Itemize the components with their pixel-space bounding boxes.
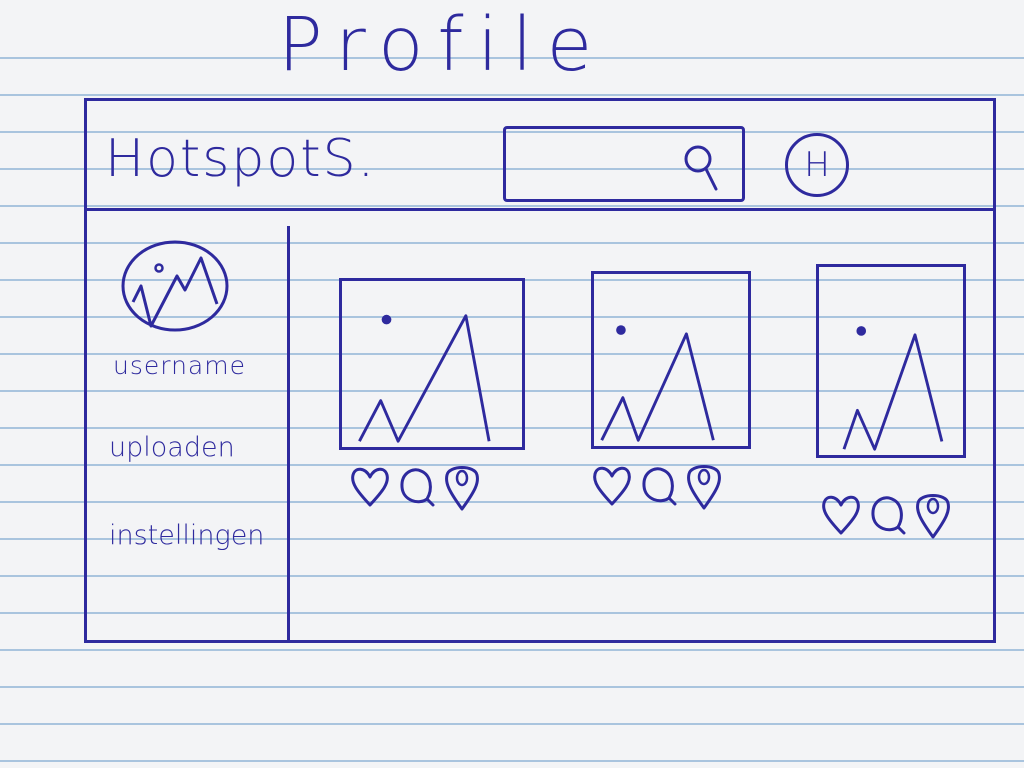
post-image[interactable] [339,278,525,450]
image-placeholder-icon [358,314,491,443]
location-pin-icon[interactable] [441,461,483,511]
heart-icon[interactable] [349,461,391,511]
heart-icon[interactable] [820,489,862,539]
post-card [339,278,529,518]
sidebar-item-username[interactable]: username [113,351,246,380]
search-icon[interactable] [680,139,724,195]
comment-icon[interactable] [866,489,908,539]
post-card [591,271,781,511]
sidebar: username uploaden instellingen [87,226,290,643]
post-image[interactable] [816,264,966,458]
post-actions [349,458,483,514]
brand-logo[interactable]: HotspotS. [105,129,377,189]
account-avatar-button[interactable]: H [785,133,849,197]
search-input[interactable] [512,135,676,195]
profile-picture-icon [121,240,229,332]
post-card [816,264,1006,539]
sidebar-item-upload[interactable]: uploaden [109,432,235,463]
post-actions [820,486,954,542]
post-actions [591,457,725,513]
location-pin-icon[interactable] [683,460,725,510]
posts-grid [293,226,993,643]
location-pin-icon[interactable] [912,489,954,539]
sidebar-item-settings[interactable]: instellingen [109,520,265,551]
app-window: HotspotS. H username uploaden instelling… [84,98,996,643]
search-box[interactable] [503,126,745,202]
header-bar: HotspotS. H [87,101,993,211]
comment-icon[interactable] [637,460,679,510]
heart-icon[interactable] [591,460,633,510]
image-placeholder-icon [600,325,715,442]
image-placeholder-icon [842,326,944,451]
page-title: Profile [278,2,607,88]
comment-icon[interactable] [395,461,437,511]
post-image[interactable] [591,271,751,449]
